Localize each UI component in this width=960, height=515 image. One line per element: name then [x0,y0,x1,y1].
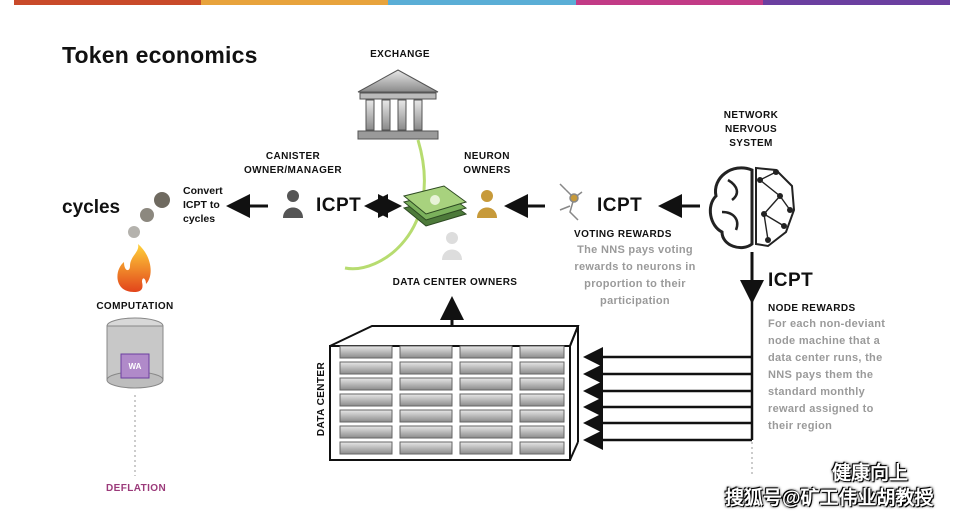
data-center-owners-label: DATA CENTER OWNERS [392,277,518,288]
node-text-line: reward assigned to [768,403,874,415]
node-text-line: standard monthly [768,386,866,398]
watermark-line1: 健康向上 [832,463,909,484]
neuron-person-icon [477,190,497,218]
convert-line: cycles [183,213,216,225]
neuron-cell-icon [559,183,583,221]
canister-person-icon [283,190,303,218]
page-title: Token economics [62,42,258,68]
data-center-owner-icon [442,232,462,260]
wa-badge: WA [128,362,142,371]
canister-label-line: OWNER/MANAGER [244,165,342,176]
convert-label: Convert ICPT to cycles [183,184,223,226]
node-rewards-text: For each non-deviant node machine that a… [768,316,928,435]
database-icon [106,317,164,389]
server-units [339,345,565,455]
nns-label: NETWORK NERVOUS SYSTEM [715,109,787,151]
flame-icon [117,244,151,292]
top-color-bar [14,0,951,5]
color-segment [14,0,202,5]
color-segment [388,0,576,5]
computation-label: COMPUTATION [96,301,174,312]
icpt-mid: ICPT [597,195,643,216]
voting-text-line: The NNS pays voting [577,244,693,256]
exchange-label: EXCHANGE [370,49,430,60]
brain-network-icon [708,166,796,249]
node-text-line: node machine that a [768,335,881,347]
color-segment [762,0,951,5]
data-center-label: DATA CENTER [316,361,327,437]
bank-building-icon [357,69,439,140]
nns-label-line: SYSTEM [729,138,773,149]
money-stack-icon [402,185,468,227]
neuron-owners-label: NEURON OWNERS [452,150,522,178]
convert-line: Convert [183,185,223,197]
exchange-flow-arc [344,139,426,271]
coins-icon [128,192,170,238]
nns-label-line: NETWORK [723,110,779,121]
canister-label-line: CANISTER [265,151,321,162]
node-text-line: For each non-deviant [768,318,886,330]
voting-text-line: proportion to their [584,278,686,290]
node-text-line: their region [768,420,833,432]
nns-label-line: NERVOUS [724,124,778,135]
node-rewards-block: NODE REWARDS For each non-deviant node m… [768,302,928,435]
node-rewards-title: NODE REWARDS [768,303,856,314]
cycles-label: cycles [62,197,121,218]
color-segment [575,0,763,5]
deflation-label: DEFLATION [106,483,167,494]
voting-rewards-block: VOTING REWARDS The NNS pays voting rewar… [560,228,710,310]
canister-label: CANISTER OWNER/MANAGER [238,150,348,178]
voting-text-line: participation [600,295,670,307]
node-text-line: data center runs, the [768,352,883,364]
color-segment [201,0,389,5]
voting-rewards-text: The NNS pays voting rewards to neurons i… [560,242,710,310]
watermark-line2: 搜狐号@矿工伟业胡教授 [725,488,934,509]
voting-rewards-title: VOTING REWARDS [574,229,672,240]
icpt-left: ICPT [316,195,362,216]
icpt-right: ICPT [768,270,814,291]
neuron-label-line: OWNERS [463,165,511,176]
convert-line: ICPT to [183,199,220,211]
neuron-label-line: NEURON [464,151,510,162]
voting-text-line: rewards to neurons in [574,261,696,273]
node-text-line: NNS pays them the [768,369,874,381]
